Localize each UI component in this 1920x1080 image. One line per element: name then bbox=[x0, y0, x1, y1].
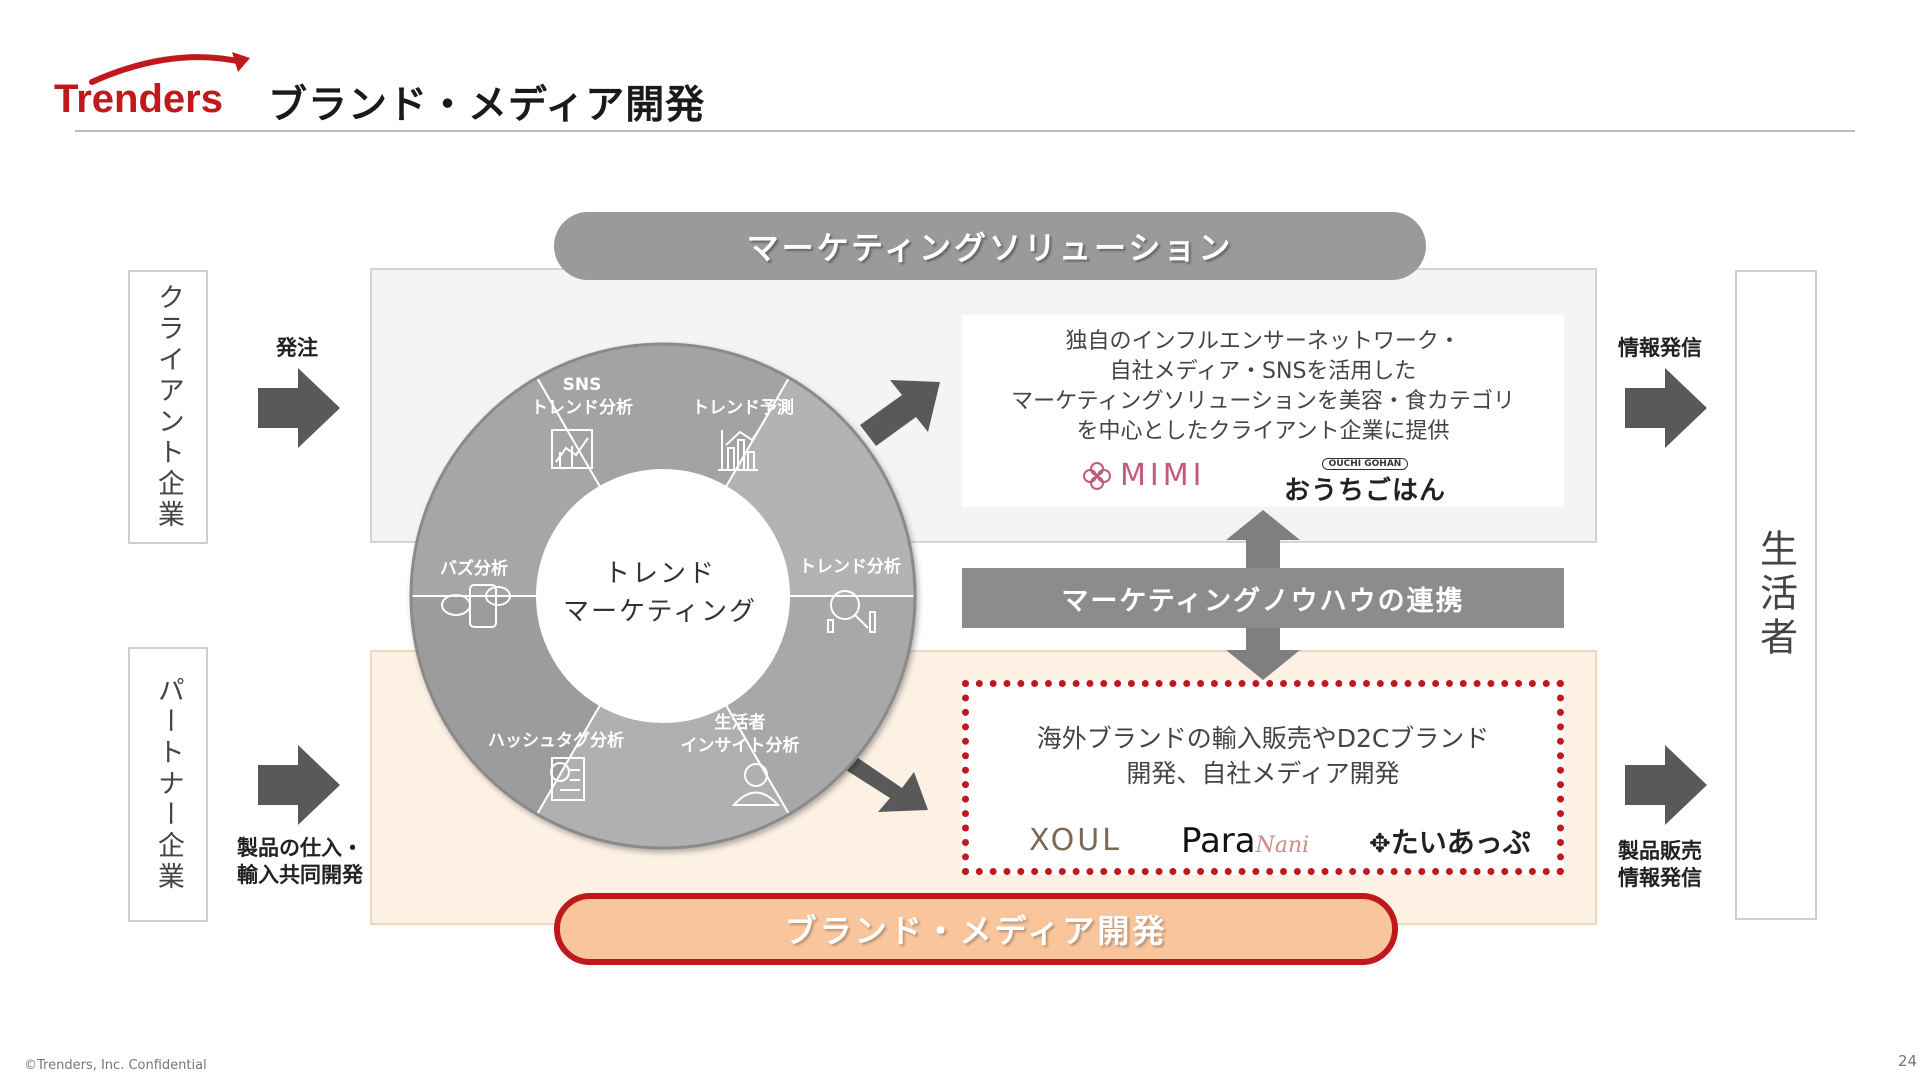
magnifier-chart-icon bbox=[827, 590, 876, 633]
butterfly-icon: ✥ bbox=[1369, 829, 1391, 859]
mimi-logo: MIMI bbox=[1082, 458, 1205, 493]
purchase-label: 製品の仕入・輸入共同開発 bbox=[237, 836, 363, 887]
client-company-label: クライアント企業 bbox=[152, 283, 184, 531]
wheel-segment-hashtag: ハッシュタグ分析 bbox=[488, 731, 624, 751]
development-description: 海外ブランドの輸入販売やD2Cブランド 開発、自社メディア開発 bbox=[1036, 724, 1490, 788]
wheel-center-label: トレンドマーケティング bbox=[563, 559, 757, 627]
order-arrow bbox=[258, 368, 340, 448]
wheel-center bbox=[537, 470, 789, 722]
wheel-segment-consumer-insight: 生活者インサイト分析 bbox=[680, 713, 800, 756]
wheel-to-marketing-arrow bbox=[860, 380, 940, 446]
brand-media-pill: ブランド・メディア開発 bbox=[554, 893, 1398, 965]
info-label: 情報発信 bbox=[1618, 336, 1702, 360]
wheel-outline bbox=[409, 342, 917, 850]
sales-info-label: 製品販売情報発信 bbox=[1618, 839, 1702, 890]
logo-wordmark: Trenders bbox=[54, 77, 223, 120]
client-company-box: クライアント企業 bbox=[128, 270, 208, 544]
ouchi-gohan-logo: OUCHI GOHAN おうちごはん bbox=[1284, 458, 1447, 506]
development-description-box: 海外ブランドの輸入販売やD2Cブランド 開発、自社メディア開発 XOUL Par… bbox=[962, 680, 1564, 875]
wheel-icons bbox=[441, 427, 876, 806]
order-label: 発注 bbox=[276, 336, 318, 360]
wheel-to-development-arrow bbox=[846, 758, 928, 812]
consumer-label: 生活者 bbox=[1753, 529, 1798, 661]
sales-arrow bbox=[1625, 745, 1707, 825]
paranani-logo: ParaNani bbox=[1181, 821, 1310, 861]
person-icon bbox=[731, 763, 781, 806]
wheel-segment-trend-forecast: トレンド予測 bbox=[692, 398, 794, 418]
header-divider bbox=[75, 130, 1855, 132]
hashtag-document-icon bbox=[550, 757, 585, 801]
marketing-description: 独自のインフルエンサーネットワーク・ 自社メディア・SNSを活用した マーケティ… bbox=[1011, 329, 1515, 444]
marketing-description-box: 独自のインフルエンサーネットワーク・ 自社メディア・SNSを活用した マーケティ… bbox=[962, 315, 1564, 507]
footer-copyright: ©Trenders, Inc. Confidential bbox=[24, 1058, 207, 1073]
page-title: ブランド・メディア開発 bbox=[268, 83, 706, 128]
partner-company-label: パートナー企業 bbox=[152, 676, 184, 893]
chat-phone-icon bbox=[441, 584, 511, 628]
bar-chart-icon bbox=[718, 427, 761, 471]
page-number: 24 bbox=[1898, 1052, 1918, 1070]
knowhow-bar: マーケティングノウハウの連携 bbox=[962, 568, 1564, 628]
partner-company-box: パートナー企業 bbox=[128, 647, 208, 922]
taiappu-logo: ✥たいあっぷ bbox=[1369, 826, 1531, 859]
info-arrow bbox=[1625, 368, 1707, 448]
purchase-arrow bbox=[258, 745, 340, 825]
xoul-logo: XOUL bbox=[1029, 823, 1122, 858]
marketing-solution-pill: マーケティングソリューション bbox=[554, 212, 1426, 280]
consumer-box: 生活者 bbox=[1735, 270, 1817, 920]
flower-icon bbox=[1083, 461, 1111, 490]
chart-twitter-icon bbox=[551, 429, 593, 469]
wheel-segment-buzz: バズ分析 bbox=[440, 559, 508, 579]
trenders-logo: Trenders bbox=[52, 50, 252, 121]
wheel-segment-trend-analysis: トレンド分析 bbox=[799, 557, 901, 577]
